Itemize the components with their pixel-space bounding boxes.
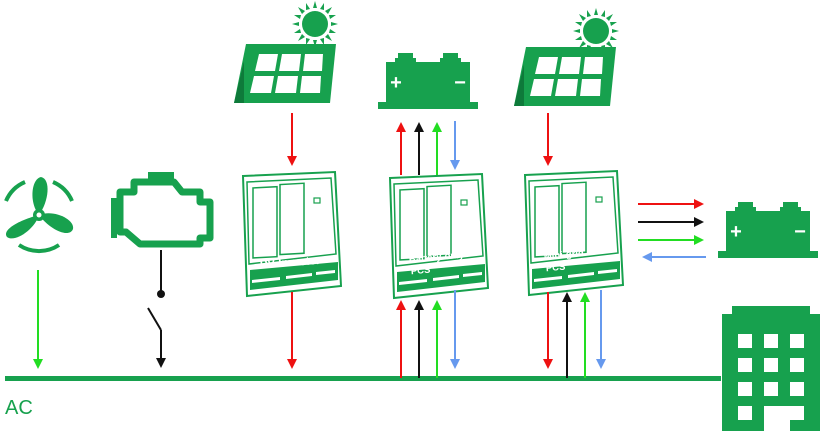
minigrid-pcs-cabinet: Mini-grid PCS xyxy=(524,170,624,296)
battery-plus-label: + xyxy=(730,221,742,243)
sun-icon xyxy=(292,1,338,47)
battery-pcs-label-line2: PCS xyxy=(410,265,430,278)
battery-pcs-label-line1: Battery-only xyxy=(408,250,465,266)
battery-plus-label: + xyxy=(390,72,402,94)
engine-icon xyxy=(111,172,214,248)
ac-bus-line xyxy=(5,376,721,381)
battery-icon: + − xyxy=(718,202,818,258)
switch-icon xyxy=(147,250,166,368)
battery-icon: + − xyxy=(378,53,478,109)
pv-inverter-label: PV Inverter xyxy=(259,255,321,271)
battery-pcs-cabinet: Battery-only PCS xyxy=(389,173,489,299)
pv-inverter-cabinet: PV Inverter xyxy=(242,171,342,297)
ac-bus-label: AC xyxy=(5,397,33,419)
battery-minus-label: − xyxy=(454,72,466,94)
solar-panel-icon xyxy=(234,44,336,103)
solar-panel-icon xyxy=(514,47,616,106)
building-icon xyxy=(722,306,820,431)
wind-turbine-icon xyxy=(4,177,74,253)
minigrid-pcs-label-line1: Mini-grid xyxy=(543,248,584,262)
battery-minus-label: − xyxy=(794,221,806,243)
minigrid-pcs-label-line2: PCS xyxy=(545,262,565,275)
